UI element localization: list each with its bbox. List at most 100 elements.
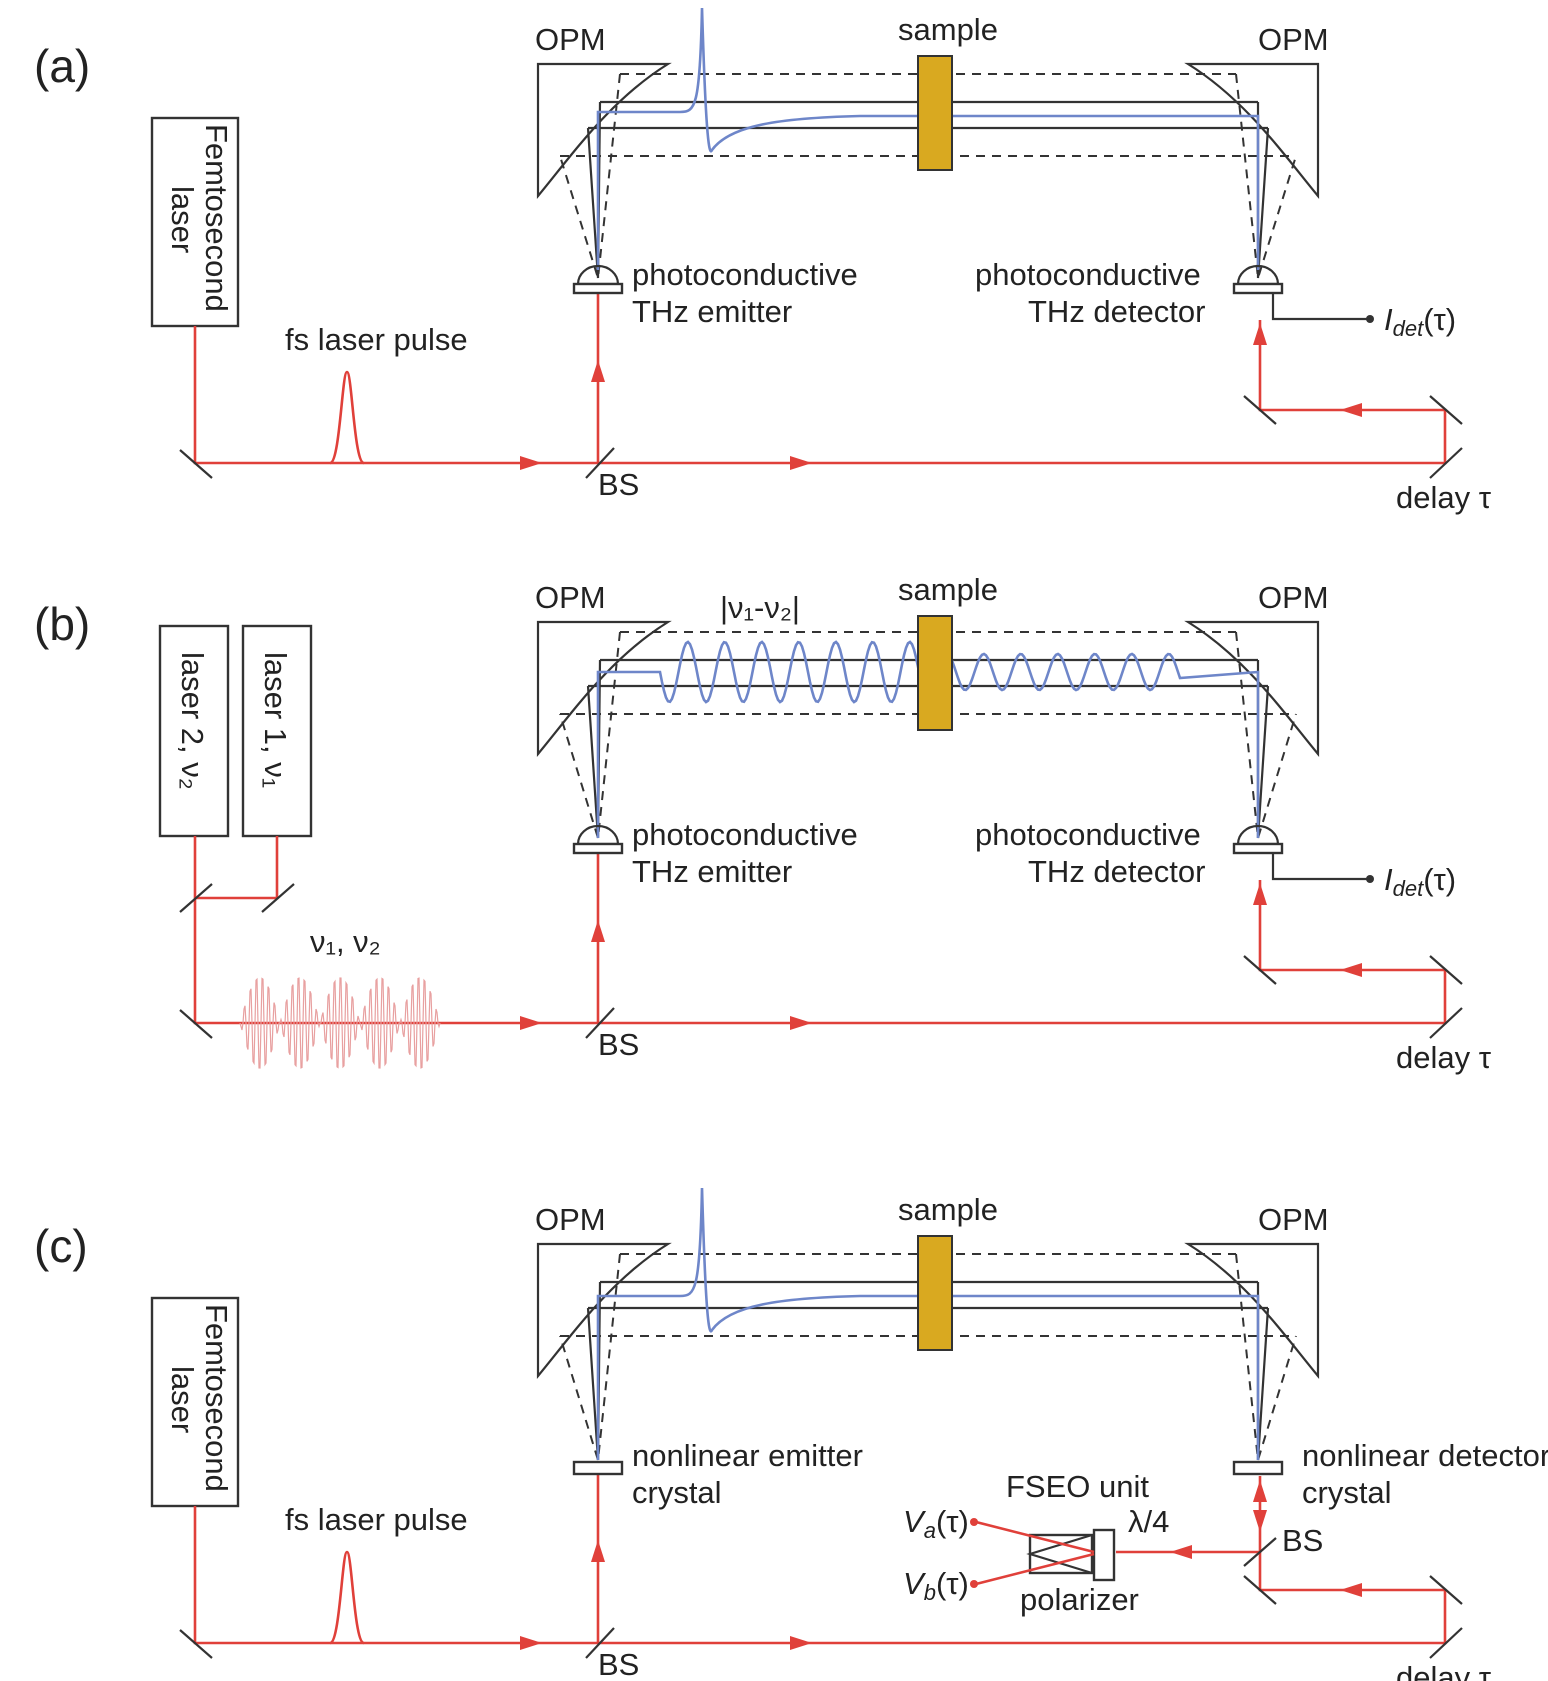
emitter-label-line1: nonlinear emitter [632,1438,863,1473]
beam-arrow [1253,1480,1267,1502]
focus-cone [1235,1253,1297,1461]
detector-signal-wire [1271,293,1368,321]
opm-left-label: OPM [535,1202,606,1237]
delay-label: delay τ [1396,480,1491,515]
panel-c: (c) Femtosecond laser fs laser pulse OPM… [34,1187,1548,1681]
focus-cone [1235,631,1297,839]
beat-frequency-label: |ν₁-ν₂| [720,590,800,625]
sample [917,55,953,171]
beam-arrow [591,360,605,382]
vb-argument: (τ) [936,1566,969,1601]
vb-subscript: b [924,1580,936,1605]
sample [917,615,953,731]
laser-beam-path [193,320,1447,465]
opm-left [536,1242,672,1380]
opm-right-label: OPM [1258,580,1329,615]
emitter-label-line1: photoconductive [632,817,858,852]
bs2-label: BS [1282,1523,1323,1558]
beam-arrow [1170,1545,1192,1559]
terminal-b [970,1580,978,1588]
focus-cone [586,101,602,279]
delay-label: delay τ [1396,1660,1491,1681]
sample-label: sample [898,1192,998,1227]
nonlinear-emitter-crystal [572,1460,624,1476]
signal-subscript: det [1393,316,1424,341]
detector-label-line1: nonlinear detector [1302,1438,1548,1473]
focus-cone [559,1253,621,1461]
detector-label-line2: crystal [1302,1475,1392,1510]
nonlinear-detector-crystal [1232,1460,1284,1476]
femtosecond-laser-label-line2: laser [165,1366,200,1433]
detector-antenna [1232,842,1284,855]
pulse-label: fs laser pulse [285,322,468,357]
opm-left [536,62,672,200]
panel-c-label: (c) [34,1220,88,1272]
focus-cone [559,631,621,839]
mirror [261,883,295,913]
emitter-label-line2: crystal [632,1475,722,1510]
emitter-label-line2: THz emitter [632,854,792,889]
beam-arrow [520,1636,542,1650]
beam-arrow [790,456,812,470]
femtosecond-laser-label-line1: Femtosecond [199,124,234,312]
va-subscript: a [924,1518,936,1543]
dual-frequency-wave [239,977,441,1069]
laser-2-label: laser 2, ν₂ [175,652,210,790]
delay-label: delay τ [1396,1040,1491,1075]
beam-arrow [591,920,605,942]
beam-arrow [790,1016,812,1030]
thz-pulse [596,7,1260,270]
panel-a: (a) Femtosecond laser fs laser pulse OPM… [34,7,1491,515]
beam-arrow [520,1016,542,1030]
opm-right-label: OPM [1258,22,1329,57]
femtosecond-laser-label-line1: Femtosecond [199,1304,234,1492]
beam-arrow [591,1540,605,1562]
delay-mirror [1429,1627,1463,1659]
delay-mirror [1429,395,1463,425]
emitter-antenna [572,842,624,855]
quarter-wave-plate [1092,1528,1116,1582]
emitter-dome [576,264,620,286]
mirror [179,1629,213,1659]
signal-label: Idet(τ) [1384,862,1456,901]
output-beam-b [975,1552,1095,1586]
signal-subscript: det [1393,876,1424,901]
signal-symbol: I [1384,302,1393,337]
opm-right [1184,620,1320,758]
sample-label: sample [898,12,998,47]
beam-arrow [1253,883,1267,905]
detector-signal-wire [1271,853,1368,881]
panel-b: (b) laser 2, ν₂ laser 1, ν₁ ν₁, ν₂ OPM O… [34,572,1491,1075]
emitter-label-line2: THz emitter [632,294,792,329]
waveplate-label: λ/4 [1128,1504,1169,1539]
opm-left [536,620,672,758]
beam-arrow [520,456,542,470]
signal-argument: (τ) [1423,862,1456,897]
detector-label-line2: THz detector [1028,854,1205,889]
bs-label: BS [598,1647,639,1681]
beam-splitter [585,1007,615,1039]
beam-arrow [1340,963,1362,977]
signal-terminal [1366,315,1374,323]
delay-mirror [1429,447,1463,479]
output-beam-a [975,1520,1095,1554]
delay-mirror [1429,1575,1463,1605]
panel-b-label: (b) [34,598,90,650]
mirror [179,449,213,479]
thz-pulse [596,1187,1260,1460]
panel-a-label: (a) [34,40,90,92]
beam-arrow [1253,1510,1267,1532]
emitter-label-line1: photoconductive [632,257,858,292]
va-symbol: V [903,1504,927,1539]
focus-cone [1235,73,1297,279]
beam-arrow [1340,403,1362,417]
beam-splitter-2 [1243,1537,1277,1567]
detector-label-line1: photoconductive [975,817,1201,852]
mirror [179,1009,213,1039]
opm-left-label: OPM [535,22,606,57]
polarizer-label: polarizer [1020,1582,1139,1617]
beam-combiner [179,883,213,913]
frequency-label: ν₁, ν₂ [310,924,381,959]
femtosecond-laser-label-line2: laser [165,186,200,253]
